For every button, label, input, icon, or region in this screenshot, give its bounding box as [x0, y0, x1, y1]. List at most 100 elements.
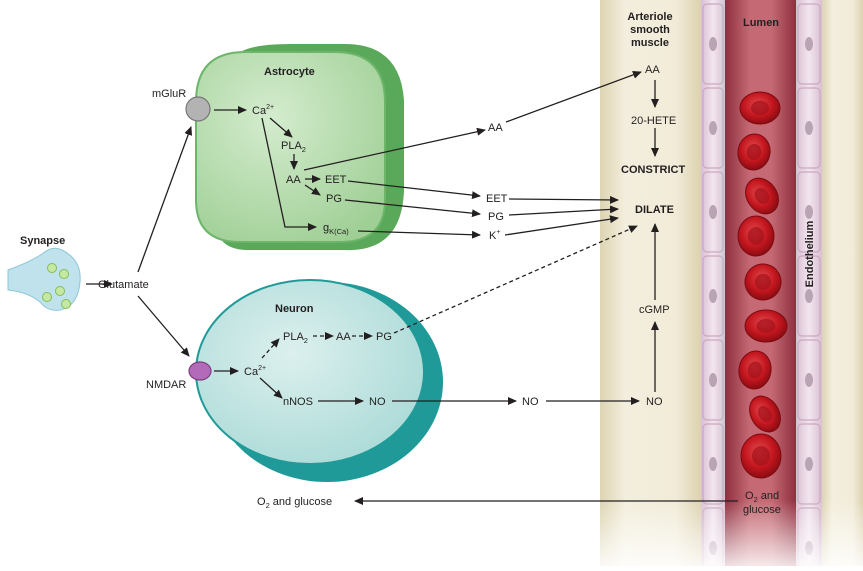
- endothelial-cell: [702, 3, 724, 85]
- no-neuron-label: NO: [369, 396, 386, 408]
- endothelial-nucleus: [709, 289, 717, 303]
- astrocyte-label: Astrocyte: [264, 66, 315, 78]
- astro-eet-label: EET: [325, 174, 347, 186]
- arrow: [259, 377, 283, 399]
- o2-glucose-right-label-2: glucose: [743, 504, 781, 516]
- pathway-arrows: [86, 71, 738, 505]
- red-blood-cell: [739, 91, 781, 125]
- endothelial-cell: [797, 3, 821, 85]
- gkca-label: gK(Ca): [323, 222, 349, 236]
- aa-mid-label: AA: [488, 122, 503, 134]
- arrow: [357, 230, 481, 239]
- endothelial-cell: [797, 171, 821, 253]
- astrocyte-cell: [195, 44, 404, 251]
- cgmp-label: cGMP: [639, 304, 670, 316]
- pg-mid-label: PG: [488, 211, 504, 223]
- hete-label: 20-HETE: [631, 115, 676, 127]
- endothelial-nucleus: [805, 289, 813, 303]
- arrow: [261, 117, 317, 231]
- endothelial-nucleus: [805, 121, 813, 135]
- synapse-terminal: [7, 247, 81, 311]
- potassium-label: K+: [489, 229, 500, 242]
- neuron-label: Neuron: [275, 303, 314, 315]
- red-blood-cell: [744, 309, 788, 343]
- endothelium-right-layer: [796, 0, 822, 566]
- nmdar-receptor: [188, 361, 212, 381]
- o2-glucose-right-label: O2 and: [745, 490, 779, 504]
- endothelial-cell: [797, 339, 821, 421]
- dashed-arrow: [393, 225, 638, 334]
- arrow: [504, 215, 619, 236]
- endothelial-nucleus: [805, 205, 813, 219]
- astro-pla2-label: PLA2: [281, 140, 306, 154]
- endothelial-cell: [702, 171, 724, 253]
- arteriole-label-1: Arteriole: [627, 11, 672, 23]
- red-blood-cell: [749, 395, 781, 433]
- arrow: [137, 295, 190, 357]
- endothelial-nucleus: [709, 205, 717, 219]
- endothelial-nucleus: [709, 457, 717, 471]
- vesicle: [42, 292, 52, 302]
- arrow: [137, 126, 193, 273]
- neuron-pg-label: PG: [376, 331, 392, 343]
- endothelial-nucleus: [805, 37, 813, 51]
- red-blood-cell: [744, 263, 782, 301]
- endothelial-cell: [702, 255, 724, 337]
- vessel-fade: [600, 500, 863, 566]
- endothelial-cell: [702, 339, 724, 421]
- smooth-muscle-layer: [600, 0, 701, 566]
- endothelial-nucleus: [805, 457, 813, 471]
- endothelium-left-layer: [701, 0, 725, 566]
- endothelial-nucleus: [709, 121, 717, 135]
- synapse-label: Synapse: [20, 235, 65, 247]
- aa-muscle-label: AA: [645, 64, 660, 76]
- arrow: [508, 195, 619, 204]
- eet-mid-label: EET: [486, 193, 508, 205]
- arrow: [304, 184, 321, 196]
- vesicle: [59, 269, 69, 279]
- smooth-muscle-right-layer: [822, 0, 863, 566]
- arrow: [269, 117, 293, 138]
- arrow: [508, 205, 619, 216]
- astro-aa-label: AA: [286, 174, 301, 186]
- glutamate-label: Glutamate: [98, 279, 149, 291]
- red-blood-cell: [740, 433, 782, 479]
- red-blood-cell: [745, 177, 779, 215]
- neuron-pla2-label: PLA2: [283, 331, 308, 345]
- arrow: [505, 71, 642, 123]
- red-blood-cells: [737, 91, 788, 479]
- nnos-label: nNOS: [283, 396, 313, 408]
- endothelial-cell: [702, 87, 724, 169]
- constrict-label: CONSTRICT: [621, 164, 685, 176]
- red-blood-cell: [738, 350, 772, 390]
- vesicle: [55, 286, 65, 296]
- astro-calcium-label: Ca2+: [252, 104, 274, 117]
- endothelial-cell: [797, 87, 821, 169]
- arrow: [344, 199, 481, 218]
- endothelial-nucleus: [709, 373, 717, 387]
- diagram-labels: Synapse Glutamate mGluR NMDAR Astrocyte …: [20, 11, 816, 516]
- dashed-arrow: [261, 338, 280, 359]
- astrocyte-body: [195, 51, 386, 243]
- arrow: [303, 127, 486, 171]
- neuron-aa-label: AA: [336, 331, 351, 343]
- vesicle: [61, 299, 71, 309]
- lumen-label: Lumen: [743, 17, 779, 29]
- neuron-calcium-label: Ca2+: [244, 365, 266, 378]
- arteriole-label-2: smooth: [630, 24, 670, 36]
- vesicle: [47, 263, 57, 273]
- neuron-cell: [195, 279, 443, 482]
- red-blood-cell: [737, 133, 771, 171]
- mglur-receptor: [185, 96, 211, 122]
- astro-pg-label: PG: [326, 193, 342, 205]
- red-blood-cell: [737, 215, 775, 257]
- arrow: [347, 180, 481, 200]
- endothelial-nucleus: [805, 373, 813, 387]
- o2-glucose-left-label: O2 and glucose: [257, 496, 332, 510]
- endothelial-cell: [797, 255, 821, 337]
- nmdar-label: NMDAR: [146, 379, 186, 391]
- endothelium-label: Endothelium: [804, 220, 816, 287]
- no-mid-label: NO: [522, 396, 539, 408]
